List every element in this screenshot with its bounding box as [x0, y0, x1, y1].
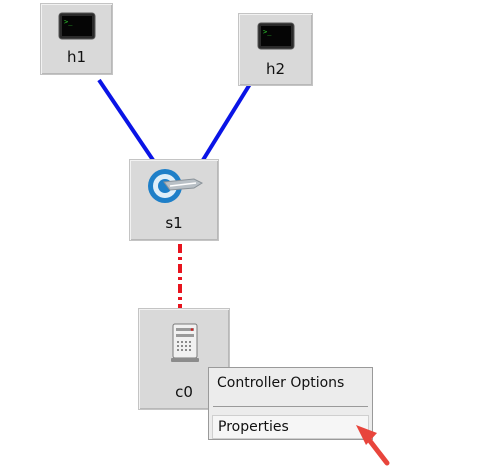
host-node-h2[interactable]: >_ h2 [238, 13, 313, 86]
terminal-icon: >_ [58, 12, 96, 40]
switch-icon [148, 169, 204, 203]
terminal-icon: >_ [257, 22, 295, 50]
node-label-h1: h1 [66, 48, 87, 66]
context-menu: Controller Options Properties [208, 367, 373, 440]
server-icon [171, 323, 199, 362]
svg-text:>_: >_ [263, 28, 272, 36]
menu-separator [213, 406, 368, 407]
link-h1-s1[interactable] [97, 78, 155, 162]
node-label-c0: c0 [175, 383, 193, 401]
svg-text:>_: >_ [64, 18, 73, 26]
host-node-h1[interactable]: >_ h1 [40, 3, 113, 75]
menu-item-controller-options[interactable]: Controller Options [217, 375, 345, 391]
arrow-icon [356, 425, 390, 466]
node-label-s1: s1 [165, 214, 183, 232]
link-h2-s1[interactable] [201, 82, 252, 162]
node-label-h2: h2 [265, 60, 286, 78]
menu-item-properties[interactable]: Properties [212, 415, 369, 439]
switch-node-s1[interactable]: s1 [129, 159, 219, 241]
